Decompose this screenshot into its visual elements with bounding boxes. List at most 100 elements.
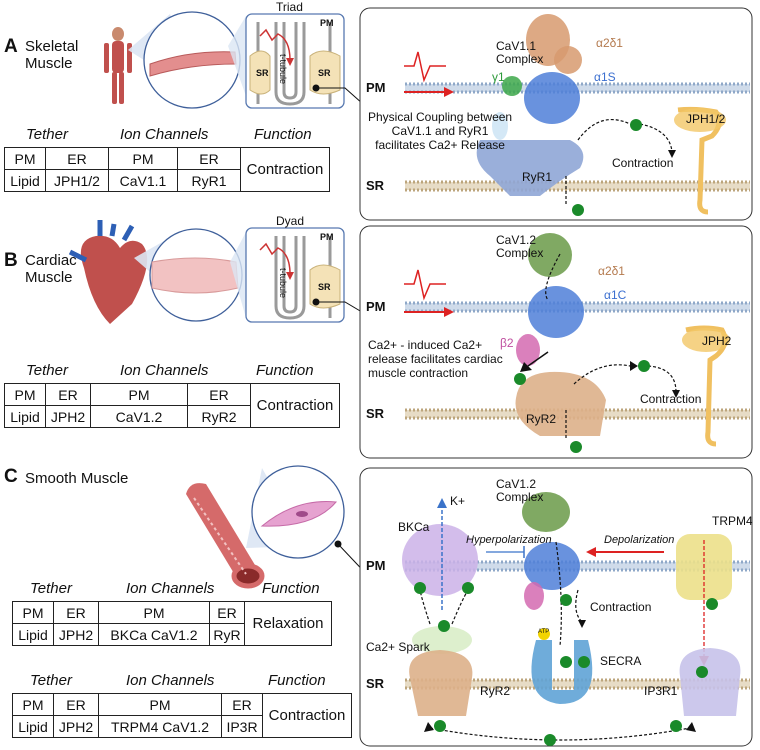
- c1-cell-r2c2: JPH2: [53, 623, 99, 646]
- bkca-protein-icon: [402, 524, 478, 596]
- c-spark-label: Ca2+ Spark: [366, 640, 430, 654]
- human-figure-icon: [104, 27, 132, 104]
- c1-cell-r2c4: RyR: [209, 623, 245, 646]
- c2-hdr-tether: Tether: [30, 672, 72, 689]
- b-contraction-label: Contraction: [640, 392, 702, 406]
- a-cell-r1c3: PM: [108, 147, 178, 170]
- b-cell-r2c3: CaV1.2: [90, 405, 188, 428]
- a-cell-r1c1: PM: [4, 147, 46, 170]
- triad-pm-label: PM: [320, 18, 334, 28]
- c-hyper-label: Hyperpolarization: [466, 534, 552, 546]
- c-secra-label: SECRA: [600, 654, 642, 668]
- c-k-label: K+: [450, 494, 466, 508]
- cav12-protein-icon: [528, 286, 584, 338]
- b-cell-r1c4: ER: [187, 383, 251, 406]
- a-cell-function: Contraction: [240, 147, 330, 192]
- c1-cell-r2c3: BKCa CaV1.2: [98, 623, 210, 646]
- dyad-label: Dyad: [276, 214, 305, 228]
- b-cell-r1c3: PM: [90, 383, 188, 406]
- b-jph-label: JPH2: [702, 334, 732, 348]
- b-cell-r1c1: PM: [4, 383, 46, 406]
- c-sr-label: SR: [366, 676, 385, 691]
- c2-cell-r1c3: PM: [98, 693, 222, 716]
- c2-cell-r2c1: Lipid: [12, 715, 54, 738]
- secra-pump-icon: [531, 640, 593, 704]
- c2-hdr-function: Function: [268, 672, 326, 689]
- b-alpha1c-label: α1C: [604, 288, 627, 302]
- c1-cell-r2c1: Lipid: [12, 623, 54, 646]
- b-cicr-note: Ca2+ - induced Ca2+release facilitates c…: [368, 338, 503, 380]
- c1-cell-r1c1: PM: [12, 601, 54, 624]
- dyad-tubule-label: t-tubule: [278, 267, 289, 299]
- a-cell-r1c4: ER: [177, 147, 241, 170]
- triad-label: Triad: [276, 0, 303, 14]
- b-hdr-tether: Tether: [26, 362, 68, 379]
- c2-hdr-channels: Ion Channels: [126, 672, 215, 689]
- c2-cell-function: Contraction: [262, 693, 352, 738]
- b-ryr-label: RyR2: [526, 412, 557, 426]
- c1-cell-r1c2: ER: [53, 601, 99, 624]
- a-cell-r2c2: JPH1/2: [45, 169, 109, 192]
- alpha2delta1-b-protein-icon: [528, 233, 572, 277]
- panel-c-letter: C: [4, 466, 18, 487]
- beta2-protein-icon: [516, 334, 540, 366]
- b-hdr-function: Function: [256, 362, 314, 379]
- c1-hdr-function: Function: [262, 580, 320, 597]
- c2-cell-r1c4: ER: [221, 693, 263, 716]
- panel-a-letter: A: [4, 36, 18, 57]
- c-ip3r1-label: IP3R1: [644, 684, 678, 698]
- b-cell-r2c4: RyR2: [187, 405, 251, 428]
- c-atp-label: ATP: [538, 629, 550, 635]
- panel-c-relaxation-table: PM ER PM ER Relaxation Lipid JPH2 BKCa C…: [12, 601, 332, 646]
- b-sr-label: SR: [366, 406, 385, 421]
- a-sr-label: SR: [366, 178, 385, 193]
- sr-membrane-a: [405, 180, 750, 192]
- panel-b-table: PM ER PM ER Contraction Lipid JPH2 CaV1.…: [4, 383, 340, 428]
- ryr2-protein-icon: [515, 371, 606, 436]
- a-cell-r2c3: CaV1.1: [108, 169, 178, 192]
- a-gamma1-label: γ1: [492, 70, 505, 84]
- c2-cell-r2c2: JPH2: [53, 715, 99, 738]
- heart-icon: [68, 220, 148, 324]
- b-cell-r2c1: Lipid: [4, 405, 46, 428]
- dyad-sr-label: SR: [318, 282, 331, 292]
- cav11-protein-icon: [524, 72, 580, 124]
- c-pm-label: PM: [366, 558, 386, 573]
- a-hdr-channels: Ion Channels: [120, 126, 209, 143]
- ryr2-c-protein-icon: [409, 650, 473, 716]
- a-hdr-tether: Tether: [26, 126, 68, 143]
- dyad-pm-label: PM: [320, 232, 334, 242]
- b-hdr-channels: Ion Channels: [120, 362, 209, 379]
- b-cell-r1c2: ER: [45, 383, 91, 406]
- b-alpha2d1-label: α2δ1: [598, 264, 625, 278]
- c2-cell-r2c4: IP3R: [221, 715, 263, 738]
- a-cell-r2c1: Lipid: [4, 169, 46, 192]
- c1-cell-r1c3: PM: [98, 601, 210, 624]
- c-ryr2-label: RyR2: [480, 684, 511, 698]
- panel-c-title: Smooth Muscle: [25, 470, 129, 487]
- a-cell-r2c4: RyR1: [177, 169, 241, 192]
- c1-hdr-tether: Tether: [30, 580, 72, 597]
- panel-b-letter: B: [4, 250, 18, 271]
- blood-vessel-icon: [186, 483, 265, 589]
- a-pm-label: PM: [366, 80, 386, 95]
- ip3r1-protein-icon: [679, 648, 741, 716]
- triad-tubule-label: t-tubule: [278, 53, 289, 85]
- panel-a-table: PM ER PM ER Contraction Lipid JPH1/2 CaV…: [4, 147, 330, 192]
- b-beta2-label: β2: [500, 336, 514, 350]
- triad-sr2-label: SR: [318, 68, 331, 78]
- c-depol-label: Depolarization: [604, 534, 675, 546]
- a-alpha2d1-label: α2δ1: [596, 36, 623, 50]
- ryr1-protein-icon: [476, 140, 584, 196]
- c1-cell-function: Relaxation: [244, 601, 332, 646]
- cav12-c-protein-icon: [524, 542, 580, 590]
- a-contraction-label: Contraction: [612, 156, 674, 170]
- a-alpha1s-label: α1S: [594, 70, 616, 84]
